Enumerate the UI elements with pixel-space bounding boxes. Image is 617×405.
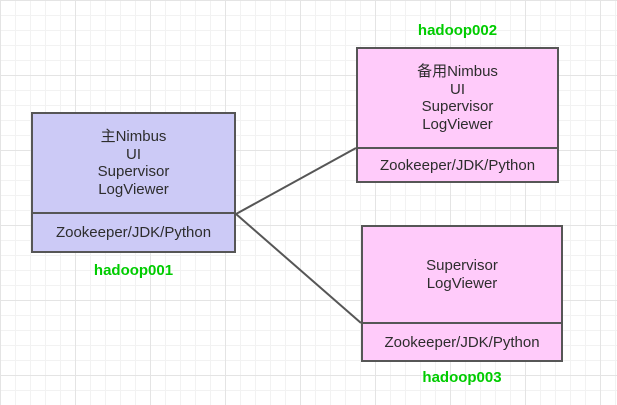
service-line: Supervisor [97, 163, 170, 180]
service-line: UI [126, 145, 141, 163]
node-hadoop001[interactable]: 主Nimbus UI Supervisor LogViewer Zookeepe… [31, 112, 236, 253]
connector-hadoop001-hadoop002[interactable] [235, 147, 357, 215]
services-section-hadoop003: Supervisor LogViewer [363, 227, 561, 324]
runtime-section-hadoop002: Zookeeper/JDK/Python [379, 156, 536, 174]
service-line: UI [450, 80, 465, 98]
connector-hadoop001-hadoop003[interactable] [235, 213, 362, 324]
host-label-hadoop001[interactable]: hadoop001 [93, 262, 174, 279]
services-section-hadoop001: 主Nimbus UI Supervisor LogViewer [33, 114, 234, 214]
service-line: 主Nimbus [100, 128, 167, 145]
service-line: Supervisor [426, 257, 498, 274]
service-line: LogViewer [426, 274, 498, 292]
service-line: LogViewer [422, 115, 493, 133]
service-line: Supervisor [421, 98, 494, 115]
host-label-hadoop003[interactable]: hadoop003 [422, 369, 502, 386]
runtime-section-hadoop001: Zookeeper/JDK/Python [55, 224, 212, 241]
node-hadoop002[interactable]: 备用Nimbus UI Supervisor LogViewer Zookeep… [356, 47, 559, 183]
host-label-hadoop002[interactable]: hadoop002 [417, 22, 498, 39]
runtime-section-hadoop003: Zookeeper/JDK/Python [384, 333, 540, 351]
node-hadoop003[interactable]: Supervisor LogViewer Zookeeper/JDK/Pytho… [361, 225, 563, 362]
services-section-hadoop002: 备用Nimbus UI Supervisor LogViewer [358, 49, 557, 149]
service-line: 备用Nimbus [417, 63, 498, 80]
service-line: LogViewer [98, 180, 169, 198]
